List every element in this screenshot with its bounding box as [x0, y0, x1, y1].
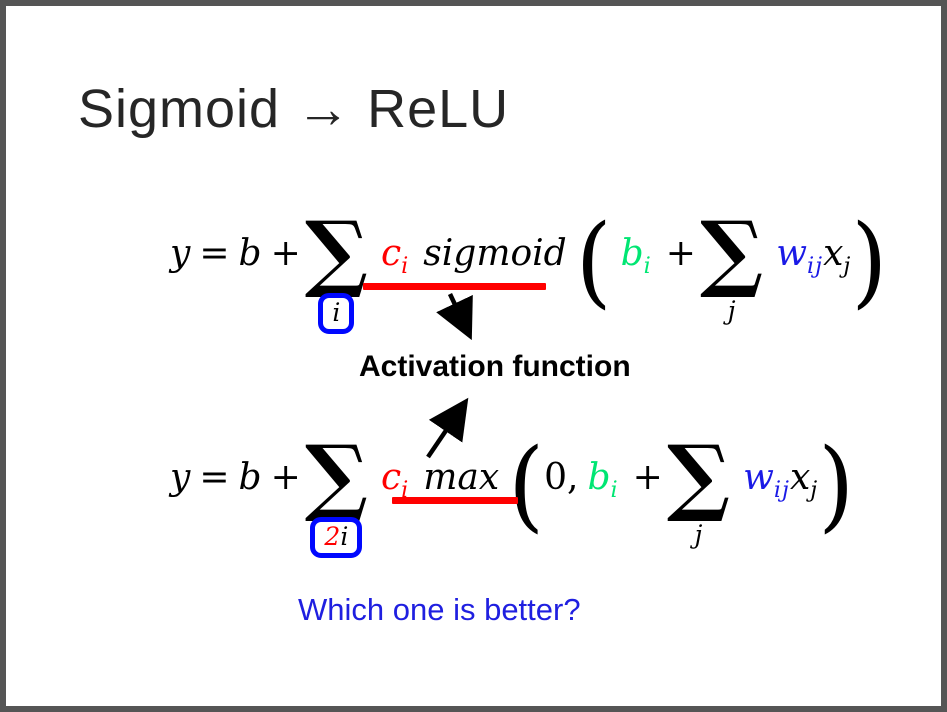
- slide-title: Sigmoid → ReLU: [78, 79, 510, 139]
- f2-sum-over-j: ∑ j: [667, 430, 730, 549]
- f2-b-sub: i: [610, 476, 619, 503]
- f1-w-sub: ij: [807, 252, 824, 279]
- f1-open-paren: (: [575, 203, 612, 319]
- f2-lhs: y: [170, 457, 191, 498]
- f2-b: b: [587, 457, 611, 498]
- f2-open-paren: (: [508, 427, 545, 543]
- f1-index-box-i: i: [318, 293, 355, 334]
- f2-zero: 0,: [544, 457, 579, 498]
- f1-plus2: +: [665, 233, 696, 274]
- f1-x: x: [823, 233, 844, 274]
- f2-x: x: [789, 457, 811, 498]
- f2-x-sub: j: [810, 476, 819, 503]
- f1-input: xj: [823, 232, 852, 279]
- f2-input: xj: [789, 456, 819, 503]
- max-underline: [392, 497, 518, 504]
- f1-c: c: [380, 233, 402, 274]
- formula-sigmoid: y = b + ∑ i ci sigmoid ( bi + ∑ j wij xj…: [170, 203, 888, 334]
- f2-close-paren: ): [818, 427, 855, 543]
- f2-plus: +: [270, 457, 301, 498]
- f2-equals: =: [199, 457, 230, 498]
- f2-plus2: +: [632, 457, 663, 498]
- f1-activation-name: sigmoid: [423, 233, 567, 274]
- f2-index-j: j: [694, 520, 703, 549]
- f2-index-box-2i: 2i: [310, 517, 363, 558]
- f2-sigma-i: ∑: [304, 426, 368, 525]
- activation-function-label: Activation function: [359, 350, 631, 383]
- f2-bias: bi: [587, 456, 619, 503]
- f1-bias: bi: [620, 232, 652, 279]
- f1-index-i: i: [332, 298, 341, 327]
- slide: Sigmoid → ReLU y = b + ∑ i ci sigmoid ( …: [6, 6, 941, 706]
- sigmoid-underline: [363, 283, 546, 290]
- f2-global-bias: b: [238, 457, 262, 498]
- f1-sigma-j: ∑: [699, 202, 764, 301]
- f2-sigma-j: ∑: [666, 426, 731, 525]
- f1-global-bias: b: [238, 233, 262, 274]
- f1-sum-over-j: ∑ j: [700, 210, 763, 325]
- f1-w: w: [776, 233, 808, 274]
- f1-c-sub: i: [401, 252, 410, 279]
- f2-index-i: i: [340, 522, 349, 551]
- f1-x-sub: j: [843, 252, 852, 279]
- f2-c: c: [380, 457, 402, 498]
- f1-equals: =: [199, 233, 230, 274]
- f2-index-2: 2: [324, 522, 341, 551]
- f1-index-j: j: [727, 296, 736, 325]
- f2-w: w: [743, 457, 774, 498]
- f1-coefficient: ci: [380, 232, 410, 279]
- f2-w-sub: ij: [773, 476, 790, 503]
- f2-coefficient: ci: [380, 456, 410, 503]
- f2-c-sub: i: [401, 476, 410, 503]
- f1-b: b: [620, 233, 644, 274]
- f1-plus: +: [270, 233, 301, 274]
- formula-relu: y = b + ∑ 2i ci max ( 0, bi + ∑ j wij xj…: [170, 430, 854, 558]
- f1-b-sub: i: [643, 252, 652, 279]
- f2-sum-over-2i: ∑ 2i: [305, 430, 368, 558]
- f2-weight: wij: [743, 456, 790, 503]
- f2-activation-name: max: [423, 457, 500, 498]
- f1-lhs: y: [170, 233, 191, 274]
- f1-weight: wij: [776, 232, 824, 279]
- f1-close-paren: ): [851, 203, 888, 319]
- question-text: Which one is better?: [298, 592, 581, 627]
- f1-sigma-i: ∑: [304, 202, 368, 301]
- f1-sum-over-i: ∑ i: [305, 210, 368, 334]
